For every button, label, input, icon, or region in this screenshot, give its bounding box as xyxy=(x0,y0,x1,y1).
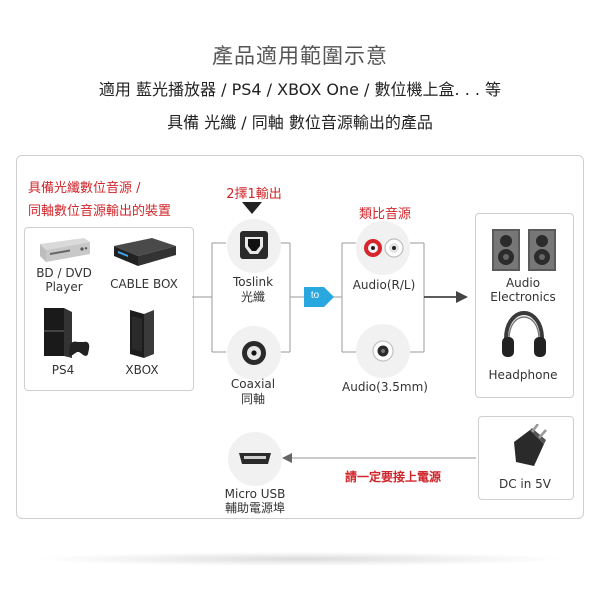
aux-output-label: Audio(3.5mm) xyxy=(342,380,428,394)
cable-box-icon xyxy=(114,238,176,266)
coaxial-label-zh: 同軸 xyxy=(240,392,265,406)
rca-port-icon xyxy=(364,238,404,258)
sources-heading-1: 具備光纖數位音源 / xyxy=(28,181,141,196)
xbox-console-icon xyxy=(130,310,154,358)
dc-in-label: DC in 5V xyxy=(498,477,552,491)
ps4-console-icon xyxy=(44,308,90,358)
toslink-label-zh: 光纖 xyxy=(240,290,265,304)
coaxial-port-icon xyxy=(242,341,266,365)
power-adapter-icon xyxy=(514,424,547,466)
down-arrow-icon xyxy=(242,202,262,214)
dvd-player-icon xyxy=(40,238,90,262)
target-devices-panel xyxy=(475,213,574,398)
requirement-line: 具備 光纖 / 同軸 數位音源輸出的產品 xyxy=(167,113,433,132)
toslink-port-icon xyxy=(240,231,268,259)
micro-usb-port-icon xyxy=(239,453,271,464)
page-title: 產品適用範圍示意 xyxy=(212,44,388,68)
select-one-output-label: 2擇1輸出 xyxy=(226,187,282,202)
bottom-shadow xyxy=(40,552,560,566)
power-warning-text: 請一定要接上電源 xyxy=(344,470,441,484)
headphone-icon xyxy=(502,310,546,357)
micro-usb-label: Micro USB xyxy=(224,487,286,501)
to-label: to xyxy=(310,290,320,301)
headphone-label: Headphone xyxy=(488,368,558,382)
aux-35mm-port-icon xyxy=(372,340,394,362)
dvd-label: BD / DVD Player xyxy=(36,266,92,294)
analog-output-heading: 類比音源 xyxy=(358,207,411,222)
compatibility-line: 適用 藍光播放器 / PS4 / XBOX One / 數位機上盒. . . 等 xyxy=(98,80,502,99)
ps4-label: PS4 xyxy=(51,363,75,377)
speaker-icon xyxy=(492,229,556,271)
rl-output-label: Audio(R/L) xyxy=(352,278,416,292)
cable-box-label: CABLE BOX xyxy=(110,277,178,291)
xbox-label: XBOX xyxy=(125,363,159,377)
coaxial-label: Coaxial xyxy=(230,377,276,391)
micro-usb-label-zh: 輔助電源埠 xyxy=(224,501,285,515)
toslink-label: Toslink xyxy=(232,275,274,289)
to-arrow-icon xyxy=(304,287,334,307)
audio-electronics-label: Audio Electronics xyxy=(490,276,556,304)
sources-heading-2: 同軸數位音源輸出的裝置 xyxy=(28,204,172,219)
